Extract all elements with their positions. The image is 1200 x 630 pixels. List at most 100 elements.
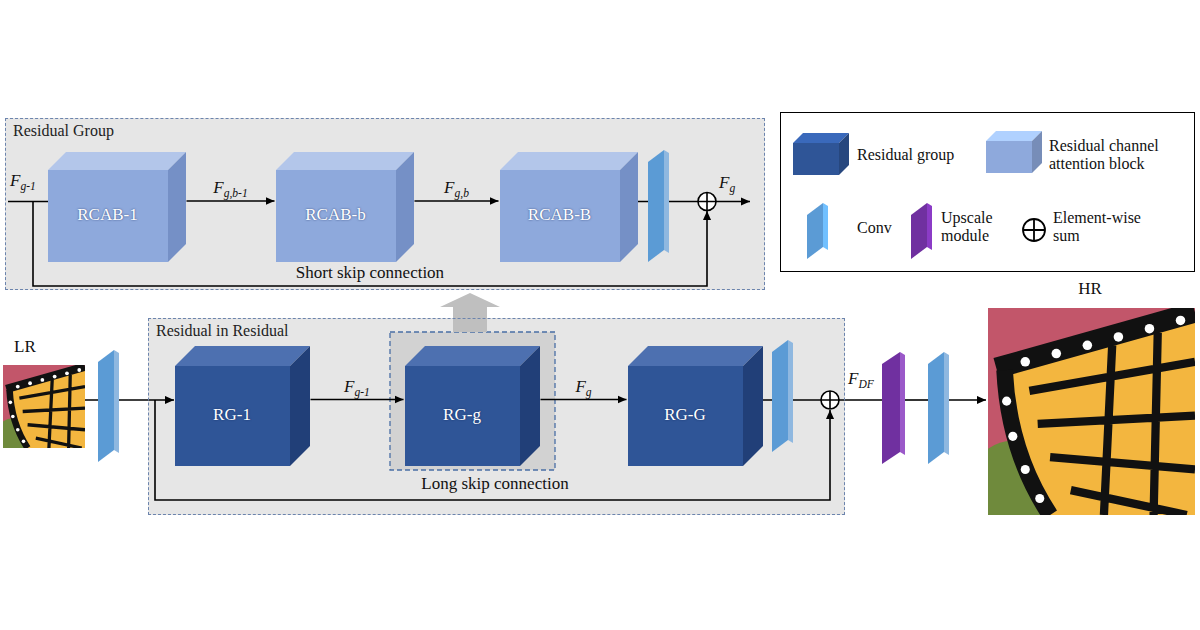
symbol-index: g xyxy=(729,182,735,195)
block-label: RCAB-b xyxy=(305,206,365,225)
block-label: RCAB-B xyxy=(528,206,591,225)
cube-face: RCAB-B xyxy=(500,170,620,262)
flow-arrow xyxy=(187,200,275,202)
expand-arrow xyxy=(440,293,500,332)
signal-label: Fg,b-1 xyxy=(211,179,249,198)
block-label: RG-1 xyxy=(213,406,251,425)
signal-label: Fg-1 xyxy=(342,378,372,397)
cube-front xyxy=(405,366,520,466)
output-wire xyxy=(949,399,986,401)
cube-front xyxy=(628,366,743,466)
block-label: RG-G xyxy=(664,406,706,425)
caption-label: LR xyxy=(14,338,36,357)
caption-label: Long skip connection xyxy=(421,475,568,494)
legend-label: Residual channel attention block xyxy=(1049,137,1189,174)
upscale-slab-edge xyxy=(900,352,905,455)
signal-label: Fg xyxy=(719,174,735,193)
signal-label: Fg-1 xyxy=(10,172,36,191)
upscale-slab xyxy=(882,352,900,464)
cube-front xyxy=(175,366,290,466)
signal-label: FDF xyxy=(848,370,874,389)
caption-label: HR xyxy=(1078,280,1102,299)
signal-label: Fg,b xyxy=(442,179,471,198)
conv-slab xyxy=(928,352,944,464)
symbol-index: DF xyxy=(858,378,873,391)
output-wire xyxy=(716,201,750,203)
swatch-edge xyxy=(927,203,932,250)
cube-top xyxy=(405,346,540,366)
signal-wire xyxy=(839,399,882,401)
conv-slab-edge xyxy=(114,350,119,453)
cube-face: RG-1 xyxy=(175,366,290,466)
symbol-index: g xyxy=(586,386,592,399)
cube-front xyxy=(48,170,168,262)
cube-front xyxy=(500,170,620,262)
sum-symbol xyxy=(821,391,839,409)
symbol-letter: F xyxy=(848,369,858,388)
conv-slab-edge xyxy=(944,352,949,455)
group-heading: Residual Group xyxy=(13,122,114,140)
conv-slab xyxy=(98,350,114,462)
block-cube: RG-1 xyxy=(175,346,310,466)
highlight-box xyxy=(390,332,555,470)
block-cube: RCAB-1 xyxy=(48,152,186,262)
symbol-letter: F xyxy=(213,178,223,197)
panel-fill xyxy=(5,118,765,290)
sum-cross xyxy=(698,193,716,211)
legend-box: Residual group Residual channel attention… xyxy=(780,112,1195,272)
symbol-index: g,b xyxy=(454,187,468,200)
cube-face: RG-G xyxy=(628,366,743,466)
signal-wire xyxy=(905,399,928,401)
cube-side xyxy=(290,346,310,466)
swatch-face xyxy=(911,203,927,259)
sum-cross xyxy=(821,391,839,409)
cube-top xyxy=(175,346,310,366)
swatch-side xyxy=(839,133,849,175)
input-wire xyxy=(8,201,48,203)
conv-slab xyxy=(648,150,664,262)
flow-arrow xyxy=(311,399,404,401)
sum-symbol xyxy=(698,193,716,211)
cube-side xyxy=(743,346,763,466)
hr-image xyxy=(988,308,1195,515)
legend-label: Conv xyxy=(857,219,892,237)
legend-swatch xyxy=(807,203,829,261)
panel-fill xyxy=(148,318,845,515)
symbol-index: g,b-1 xyxy=(224,187,248,200)
cube-front xyxy=(276,170,396,262)
cube-face: RCAB-b xyxy=(276,170,396,262)
symbol-index: g-1 xyxy=(20,180,35,193)
block-cube: RG-G xyxy=(628,346,763,466)
swatch-face xyxy=(807,203,823,259)
cube-side xyxy=(520,346,540,466)
conv-slab xyxy=(772,340,788,452)
block-cube: RCAB-B xyxy=(500,152,638,262)
cube-top xyxy=(628,346,763,366)
legend-swatch xyxy=(986,131,1042,175)
lr-image xyxy=(3,365,85,448)
legend-swatch xyxy=(911,203,933,261)
legend-label: Upscale module xyxy=(941,209,1013,246)
block-cube: RCAB-b xyxy=(276,152,414,262)
symbol-index: g-1 xyxy=(354,386,369,399)
block-label: RG-g xyxy=(443,406,481,425)
sum-symbol xyxy=(1021,217,1047,243)
caption-label: Short skip connection xyxy=(296,264,444,283)
cube-face: RG-g xyxy=(405,366,520,466)
legend-label: Residual group xyxy=(857,146,954,164)
swatch-front xyxy=(986,141,1032,173)
conv-slab-edge xyxy=(788,340,793,443)
symbol-letter: F xyxy=(575,377,585,396)
flow-arrow xyxy=(415,200,499,202)
cube-top xyxy=(48,152,186,170)
cube-top xyxy=(500,152,638,170)
sum-cross xyxy=(1023,219,1045,241)
conv-slab-edge xyxy=(664,150,669,253)
legend-swatch xyxy=(793,133,849,177)
swatch-front xyxy=(793,143,839,175)
